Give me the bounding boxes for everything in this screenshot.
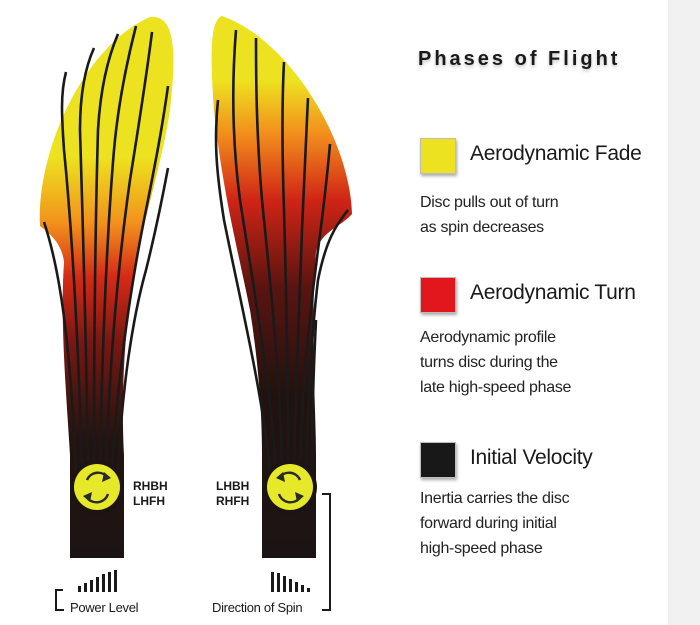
right-spin-labels: LHBH RHFH [216, 479, 250, 508]
spin-direction-bars-icon [271, 572, 310, 592]
legend-label: Aerodynamic Fade [470, 142, 642, 165]
left-flight-path [39, 16, 174, 559]
left-spin-labels: RHBH LHFH [133, 479, 168, 508]
power-level-bracket [55, 589, 64, 611]
legend-description: Aerodynamic profile turns disc during th… [420, 329, 572, 396]
power-level-caption: Power Level [70, 600, 139, 615]
legend-title: Phases of Flight [418, 48, 621, 70]
power-level-bars-icon [78, 570, 117, 592]
spin-direction-bracket [322, 493, 331, 611]
rotation-counterclockwise-icon [267, 464, 313, 510]
legend-description: Disc pulls out of turn as spin decreases [420, 194, 559, 236]
direction-of-spin-caption: Direction of Spin [212, 600, 303, 615]
rotation-clockwise-icon [74, 464, 120, 510]
left-path-lines [42, 25, 170, 471]
right-flight-path [211, 16, 352, 558]
velocity-color-swatch [420, 442, 456, 478]
fade-color-swatch [420, 138, 456, 174]
page-edge [668, 0, 700, 625]
legend-description: Inertia carries the disc forward during … [420, 490, 570, 557]
legend-label: Initial Velocity [470, 446, 593, 469]
legend-label: Aerodynamic Turn [470, 281, 636, 304]
right-path-lines [214, 29, 350, 471]
right-path-shape [211, 16, 352, 558]
turn-color-swatch [420, 277, 456, 313]
